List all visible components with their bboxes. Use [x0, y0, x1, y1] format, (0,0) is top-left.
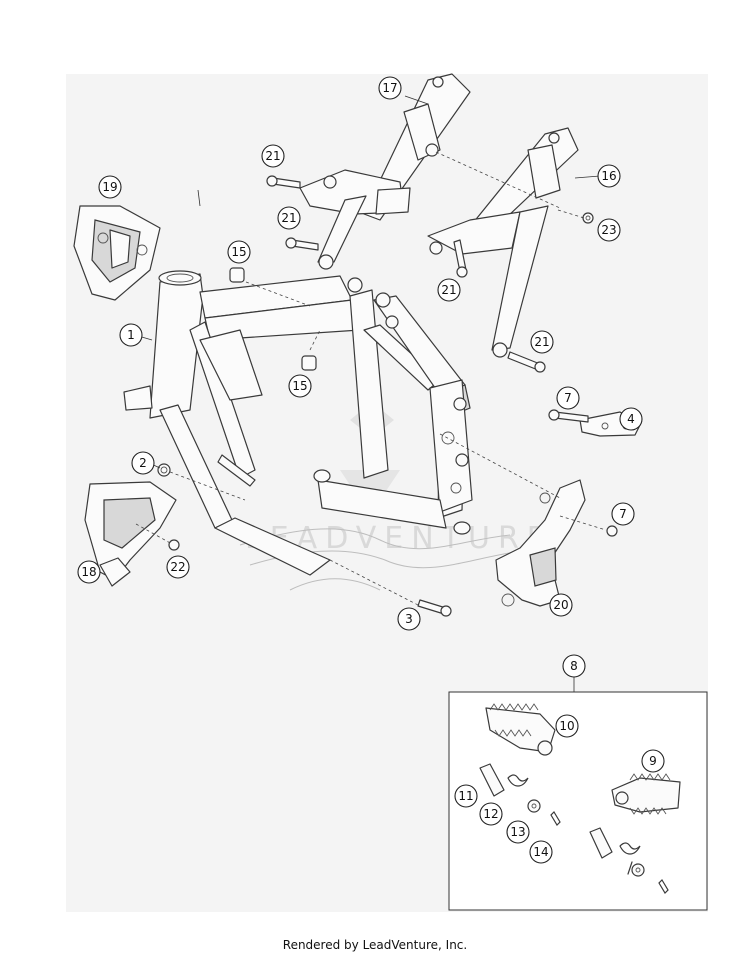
callout-21c: 21	[437, 278, 461, 302]
callout-13: 13	[506, 820, 530, 844]
callout-21d: 21	[530, 330, 554, 354]
callout-22: 22	[166, 555, 190, 579]
callout-20: 20	[549, 593, 573, 617]
callout-number: 12	[483, 807, 498, 821]
callout-14: 14	[529, 840, 553, 864]
subframe-left	[299, 73, 471, 270]
callout-15a: 15	[227, 240, 251, 264]
headlight-mask	[73, 205, 161, 301]
callout-number: 14	[533, 845, 548, 859]
callout-number: 8	[570, 659, 578, 673]
callout-number: 10	[559, 719, 574, 733]
callout-10: 10	[555, 714, 579, 738]
callout-number: 7	[564, 391, 572, 405]
callout-number: 21	[265, 149, 280, 163]
callout-3: 3	[397, 607, 421, 631]
callout-number: 19	[102, 180, 117, 194]
callout-4: 4	[619, 407, 643, 431]
callout-number: 20	[553, 598, 568, 612]
callout-number: 13	[510, 825, 525, 839]
assembly-lines	[134, 95, 607, 692]
callout-15b: 15	[288, 374, 312, 398]
callout-21a: 21	[261, 144, 285, 168]
footer-credit: Rendered by LeadVenture, Inc.	[282, 938, 468, 952]
callout-number: 3	[405, 612, 413, 626]
subframe-right	[427, 127, 579, 358]
callout-16: 16	[597, 164, 621, 188]
callout-number: 21	[534, 335, 549, 349]
callout-17: 17	[378, 76, 402, 100]
main-frame	[123, 270, 473, 576]
footpeg-bracket	[495, 479, 586, 607]
callout-number: 9	[649, 754, 657, 768]
callout-number: 17	[382, 81, 397, 95]
callout-11: 11	[454, 784, 478, 808]
callout-labels: 1 2 3 4 7 7 8 9 10 11 12 13 14 15 15 16 …	[77, 76, 665, 864]
callout-19: 19	[98, 175, 122, 199]
callout-12: 12	[479, 802, 503, 826]
callout-23: 23	[597, 218, 621, 242]
callout-number: 21	[441, 283, 456, 297]
callout-18: 18	[77, 560, 101, 584]
callout-8: 8	[562, 654, 586, 678]
fasteners	[157, 175, 618, 617]
callout-number: 15	[292, 379, 307, 393]
skid-plate-guard	[84, 481, 177, 587]
callout-number: 22	[170, 560, 185, 574]
callout-7b: 7	[611, 502, 635, 526]
callout-number: 1	[127, 328, 135, 342]
callout-number: 21	[281, 211, 296, 225]
callout-number: 15	[231, 245, 246, 259]
callout-7a: 7	[556, 386, 580, 410]
callout-number: 11	[458, 789, 473, 803]
callout-number: 2	[139, 456, 147, 470]
callout-number: 23	[601, 223, 616, 237]
callout-number: 18	[81, 565, 96, 579]
callout-2: 2	[131, 451, 155, 475]
callout-number: 4	[627, 412, 635, 426]
callout-9: 9	[641, 749, 665, 773]
callout-1: 1	[119, 323, 143, 347]
callout-21b: 21	[277, 206, 301, 230]
callout-number: 16	[601, 169, 616, 183]
watermark: LEADVENTURE	[245, 402, 546, 556]
callout-number: 7	[619, 507, 627, 521]
